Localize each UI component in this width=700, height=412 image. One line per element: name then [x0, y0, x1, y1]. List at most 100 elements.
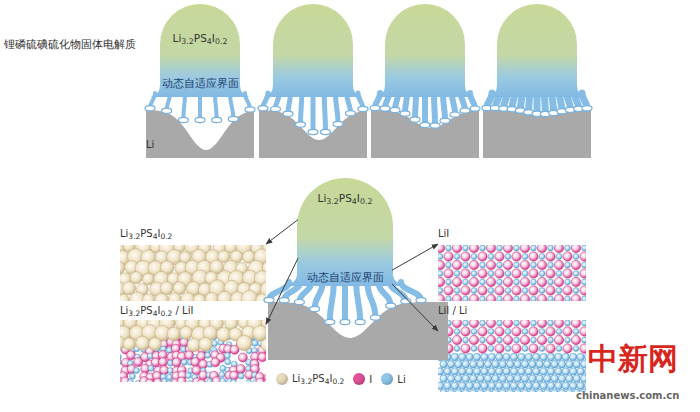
sphere — [503, 335, 512, 344]
sphere — [219, 372, 225, 378]
sphere — [573, 254, 579, 260]
sphere — [438, 368, 444, 375]
contact-foot — [420, 122, 430, 127]
sphere — [488, 382, 495, 389]
sphere — [167, 327, 180, 340]
sphere — [217, 291, 232, 301]
sphere — [503, 320, 512, 328]
sphere — [518, 382, 525, 389]
sphere — [514, 361, 521, 368]
sphere — [551, 389, 558, 392]
sphere — [256, 378, 265, 382]
sphere — [577, 368, 584, 375]
sphere — [129, 373, 135, 379]
sphere — [463, 320, 469, 326]
sphere — [130, 272, 142, 284]
sphere — [492, 389, 499, 392]
contact-foot — [386, 303, 396, 308]
sphere — [571, 320, 580, 328]
sphere — [521, 375, 528, 382]
sphere — [565, 296, 571, 301]
sphere — [531, 279, 537, 285]
subscript: 3.2 — [128, 309, 140, 318]
sphere — [438, 260, 445, 269]
sphere — [470, 375, 477, 382]
interface-label: 动态自适应界面 — [307, 271, 384, 284]
legend-entry: Li — [381, 373, 405, 385]
sphere — [510, 382, 517, 389]
electrolyte-jellyfish: Li3.2PS4I0.2动态自适应界面 — [150, 32, 250, 90]
sphere — [584, 382, 586, 389]
sphere — [497, 279, 503, 285]
sphere — [488, 368, 495, 375]
sphere — [446, 279, 452, 285]
sphere — [120, 261, 125, 274]
sphere — [529, 375, 536, 382]
sphere — [554, 245, 563, 253]
sphere — [573, 329, 579, 335]
sphere — [571, 294, 580, 301]
contact-foot — [340, 319, 350, 324]
sphere — [187, 380, 193, 382]
sphere — [520, 260, 529, 269]
sphere — [582, 320, 586, 326]
sphere — [556, 346, 562, 352]
sphere — [466, 382, 473, 389]
sphere — [554, 320, 563, 328]
sphere — [469, 335, 478, 344]
contact-foot — [308, 129, 318, 134]
sphere — [488, 329, 494, 335]
figure-title: 锂磷硫碘硫化物固体电解质 — [4, 38, 136, 51]
sphere — [580, 286, 586, 295]
sphere — [531, 296, 537, 301]
sphere — [440, 375, 447, 382]
legend-text: Li3.2PS4I0.2 — [292, 373, 344, 386]
sphere — [486, 245, 495, 253]
sphere — [537, 320, 546, 328]
subscript: 0.2 — [360, 197, 373, 206]
particle-panel — [438, 320, 586, 392]
sphere — [471, 288, 477, 294]
sphere — [480, 296, 486, 301]
node-label: Li3.2PS4I0.2 — [173, 32, 228, 46]
subscript: 0.2 — [332, 377, 344, 386]
subscript: 4 — [207, 37, 212, 46]
sphere — [514, 375, 521, 382]
sphere — [503, 294, 512, 301]
sphere — [444, 382, 451, 389]
legend-text: I — [369, 374, 372, 385]
sphere — [507, 361, 514, 368]
sphere — [446, 245, 452, 251]
sphere — [573, 375, 580, 382]
subscript: 0.2 — [160, 232, 172, 241]
sphere — [481, 368, 488, 375]
contact-foot — [582, 106, 592, 111]
sphere — [452, 245, 461, 253]
sphere — [191, 358, 200, 367]
pointer-arrow — [266, 258, 298, 324]
sphere — [438, 245, 445, 253]
sphere — [496, 382, 503, 389]
sphere — [199, 337, 213, 351]
sphere — [529, 327, 538, 336]
sphere — [529, 252, 538, 261]
sphere — [547, 353, 554, 360]
sphere — [159, 358, 168, 367]
sphere — [211, 358, 220, 367]
sphere — [477, 375, 484, 382]
particle-panel — [438, 245, 586, 301]
sphere — [488, 353, 495, 360]
sphere — [563, 286, 572, 295]
sphere — [512, 269, 521, 278]
sphere — [520, 245, 529, 253]
sphere — [565, 279, 571, 285]
sphere — [555, 353, 562, 360]
sphere — [496, 368, 503, 375]
contact-foot — [355, 319, 365, 324]
sphere — [451, 368, 458, 375]
node-label: LiI — [438, 228, 449, 240]
sphere — [452, 260, 461, 269]
sphere — [554, 335, 563, 344]
sphere — [537, 294, 546, 301]
